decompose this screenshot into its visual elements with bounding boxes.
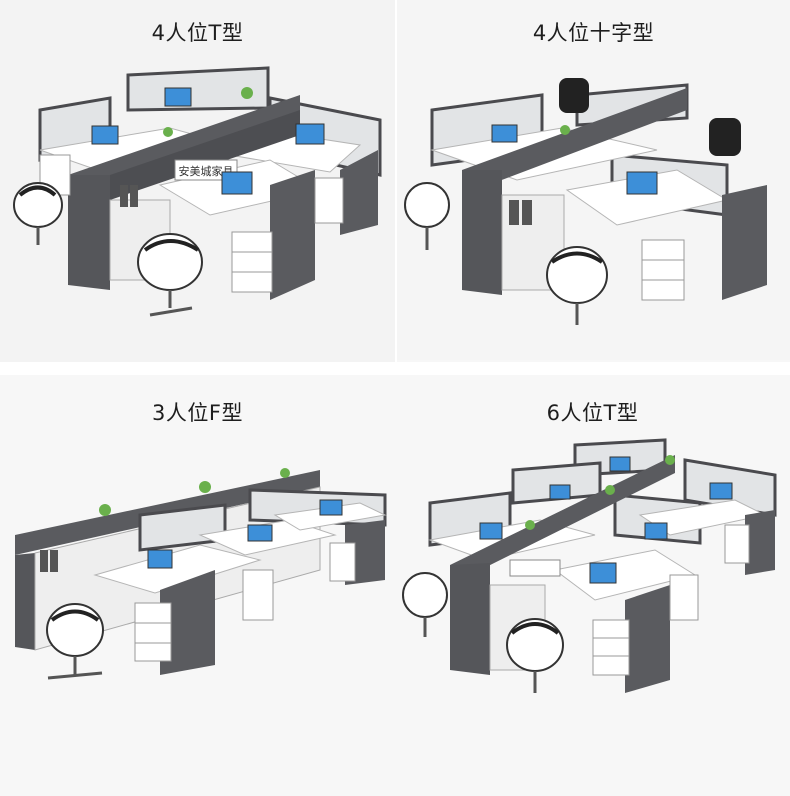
workstation-illustration: 安美城家具 — [13, 66, 382, 317]
panel-title: 6人位T型 — [546, 401, 639, 425]
product-panel-4-seat-cross: 4人位十字型 — [397, 0, 790, 360]
panel-title: 4人位十字型 — [532, 21, 655, 45]
brand-banner: 安美城家具 — [179, 164, 234, 178]
product-panel-4-seat-t: 4人位T型 安美城家具 — [0, 0, 395, 362]
workstation-illustration — [15, 468, 387, 680]
product-panel-6-seat-t: 6人位T型 — [395, 375, 790, 796]
panel-divider-vertical — [395, 0, 397, 362]
workstation-illustration — [404, 78, 767, 325]
product-panel-3-seat-f: 3人位F型 — [0, 375, 395, 796]
workstation-illustration — [402, 438, 777, 693]
panel-divider-horizontal — [0, 362, 790, 375]
panel-title: 4人位T型 — [151, 21, 244, 45]
panel-title: 3人位F型 — [152, 401, 243, 425]
